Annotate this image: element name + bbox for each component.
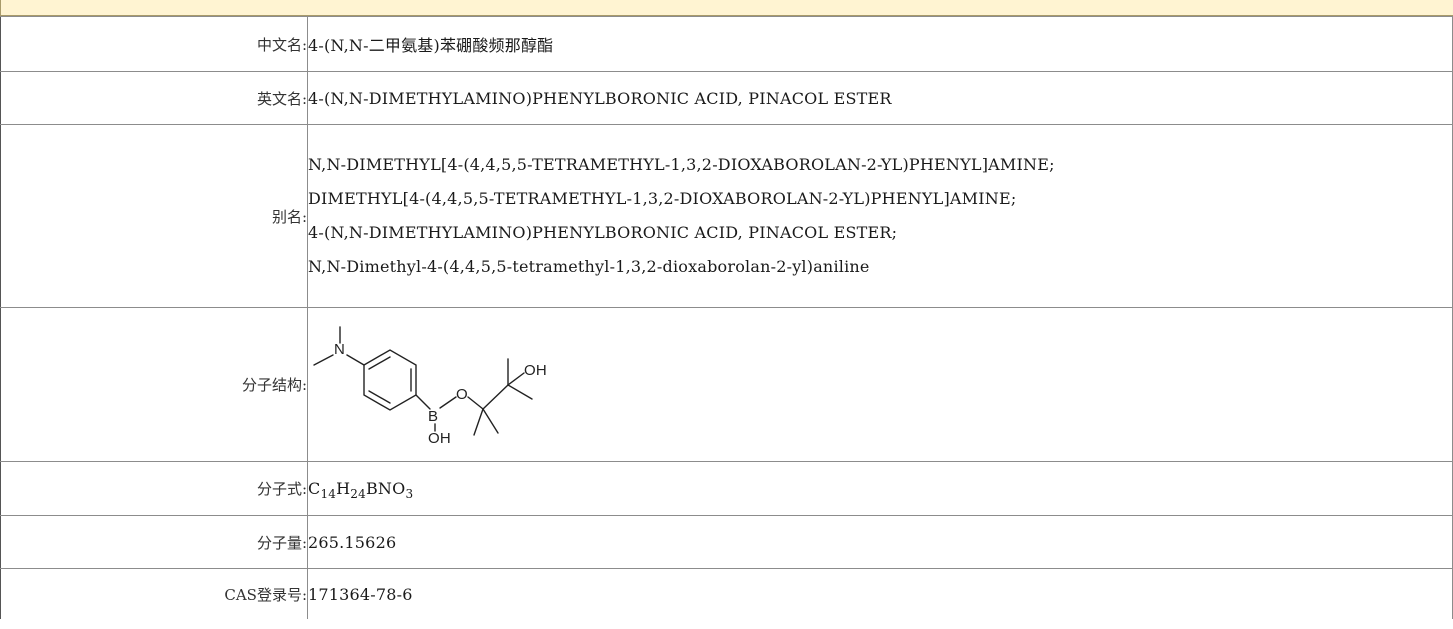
structure-value: N B O OH OH bbox=[307, 307, 1453, 462]
formula-subscript: 3 bbox=[405, 487, 414, 501]
bond bbox=[507, 383, 533, 400]
molecular-weight-value: 265.15626 bbox=[307, 515, 1453, 569]
alias-item: N,N-Dimethyl-4-(4,4,5,5-tetramethyl-1,3,… bbox=[308, 257, 870, 276]
english-name-value: 4-(N,N-DIMETHYLAMINO)PHENYLBORONIC ACID,… bbox=[307, 71, 1453, 125]
alias-item: N,N-DIMETHYL[4-(4,4,5,5-TETRAMETHYL-1,3,… bbox=[308, 155, 1055, 174]
molecular-structure-image: N B O OH OH bbox=[313, 325, 547, 447]
cas-value: 171364-78-6 bbox=[307, 568, 1453, 619]
bond bbox=[439, 395, 457, 409]
row-chinese-name: 中文名: 4-(N,N-二甲氨基)苯硼酸频那醇酯 bbox=[0, 16, 1453, 72]
alias-item: 4-(N,N-DIMETHYLAMINO)PHENYLBORONIC ACID,… bbox=[308, 223, 898, 242]
formula-element: H bbox=[336, 479, 351, 498]
formula-subscript: 24 bbox=[350, 487, 366, 501]
row-english-name: 英文名: 4-(N,N-DIMETHYLAMINO)PHENYLBORONIC … bbox=[0, 71, 1453, 125]
header-band bbox=[0, 0, 1453, 16]
formula-element: C bbox=[308, 479, 321, 498]
aliases-label: 别名: bbox=[0, 124, 308, 308]
benzene-ring bbox=[363, 348, 417, 411]
aliases-value: N,N-DIMETHYL[4-(4,4,5,5-TETRAMETHYL-1,3,… bbox=[307, 124, 1453, 308]
bond bbox=[473, 407, 484, 436]
row-aliases: 别名: N,N-DIMETHYL[4-(4,4,5,5-TETRAMETHYL-… bbox=[0, 124, 1453, 308]
formula-label: 分子式: bbox=[0, 461, 308, 516]
cas-label: CAS登录号: bbox=[0, 568, 308, 619]
alias-list: N,N-DIMETHYL[4-(4,4,5,5-TETRAMETHYL-1,3,… bbox=[308, 142, 1452, 290]
row-cas: CAS登录号: 171364-78-6 bbox=[0, 568, 1453, 619]
atom-label-b: B bbox=[428, 408, 438, 425]
chinese-name-label: 中文名: bbox=[0, 16, 308, 72]
structure-label: 分子结构: bbox=[0, 307, 308, 462]
molecular-weight-label: 分子量: bbox=[0, 515, 308, 569]
compound-info-table: 中文名: 4-(N,N-二甲氨基)苯硼酸频那醇酯 英文名: 4-(N,N-DIM… bbox=[0, 16, 1453, 619]
bond bbox=[368, 355, 391, 370]
bond bbox=[415, 393, 431, 410]
bond bbox=[507, 371, 525, 386]
atom-label-oh: OH bbox=[428, 430, 451, 447]
alias-item: DIMETHYL[4-(4,4,5,5-TETRAMETHYL-1,3,2-DI… bbox=[308, 189, 1017, 208]
bond bbox=[346, 353, 365, 366]
bond bbox=[313, 353, 334, 366]
chinese-name-value: 4-(N,N-二甲氨基)苯硼酸频那醇酯 bbox=[307, 16, 1453, 72]
bond bbox=[482, 407, 499, 434]
row-structure: 分子结构: bbox=[0, 307, 1453, 462]
formula-element: BNO bbox=[365, 479, 406, 498]
bond bbox=[368, 389, 391, 404]
english-name-label: 英文名: bbox=[0, 71, 308, 125]
atom-label-n: N bbox=[334, 341, 345, 358]
bond bbox=[467, 395, 484, 410]
formula-value: C14H24BNO3 bbox=[307, 461, 1453, 516]
atom-label-o: O bbox=[456, 386, 468, 403]
row-molecular-weight: 分子量: 265.15626 bbox=[0, 515, 1453, 569]
formula-subscript: 14 bbox=[320, 487, 337, 501]
row-formula: 分子式: C14H24BNO3 bbox=[0, 461, 1453, 516]
atom-label-oh: OH bbox=[524, 362, 547, 379]
bond bbox=[482, 383, 509, 410]
